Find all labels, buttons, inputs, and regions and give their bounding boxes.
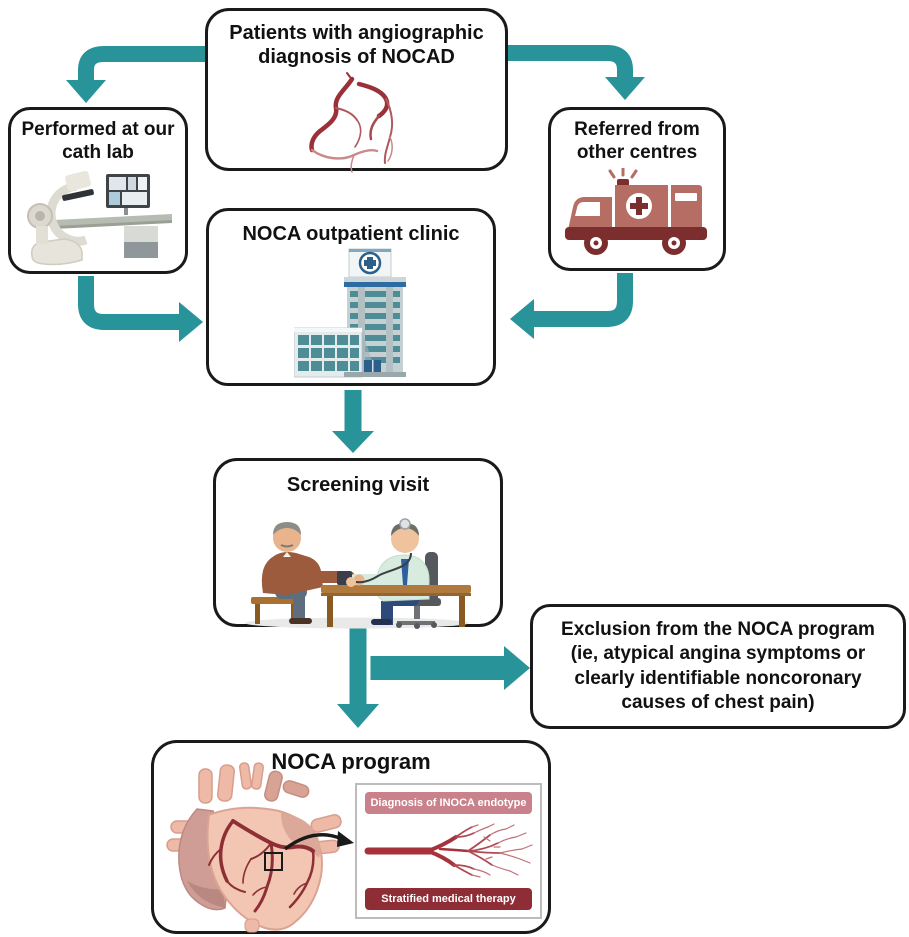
- node-exclusion: Exclusion from the NOCA program (ie, aty…: [530, 604, 906, 729]
- inset-banner-diagnosis: Diagnosis of INOCA endotype: [365, 792, 532, 814]
- callout-arrow: [283, 833, 343, 851]
- arrow-referred-to-clinic: [534, 273, 633, 327]
- node-cath-lab-label: Performed at our cath lab: [21, 119, 175, 164]
- node-cath-lab: Performed at our cath lab: [8, 107, 188, 274]
- zoom-callout: [264, 831, 354, 871]
- arrow-patients-to-referred: [508, 45, 633, 78]
- microvasculature-icon: [364, 823, 533, 878]
- arrowhead: [179, 302, 203, 342]
- node-screening-visit: Screening visit: [213, 458, 503, 630]
- callout-arrowhead: [337, 831, 354, 847]
- arrowhead: [337, 704, 379, 728]
- arrow-cathlab-to-clinic: [78, 276, 180, 330]
- node-referred: Referred from other centres: [548, 107, 726, 271]
- arrow-patients-to-cathlab: [78, 46, 205, 81]
- arrowhead: [510, 299, 534, 339]
- doctor-patient-blood-pressure-icon: [245, 518, 471, 630]
- node-patients-nocad: Patients with angiographic diagnosis of …: [205, 8, 508, 173]
- arrowhead: [605, 77, 645, 100]
- arrowhead: [66, 80, 106, 103]
- node-program-label: NOCA program: [271, 749, 431, 774]
- node-screening-label: Screening visit: [286, 474, 430, 496]
- node-referred-label: Referred from other centres: [574, 119, 700, 164]
- hospital-building-icon: [294, 248, 406, 378]
- node-clinic: NOCA outpatient clinic: [206, 208, 496, 386]
- node-exclusion-label: Exclusion from the NOCA program (ie, aty…: [561, 618, 875, 713]
- zoom-square: [264, 852, 283, 871]
- cath-lab-machine-icon: [27, 171, 172, 266]
- node-noca-program: NOCA program: [151, 740, 551, 934]
- program-inset-panel: Diagnosis of INOCA endotype: [355, 783, 542, 919]
- arrowhead: [504, 646, 530, 690]
- ambulance-icon: [565, 168, 707, 256]
- arrowhead: [332, 431, 374, 453]
- coronary-angiogram-icon: [309, 71, 394, 173]
- node-clinic-label: NOCA outpatient clinic: [242, 223, 460, 245]
- inset-banner-therapy: Stratified medical therapy: [365, 888, 532, 910]
- node-patients-label: Patients with angiographic diagnosis of …: [229, 22, 484, 69]
